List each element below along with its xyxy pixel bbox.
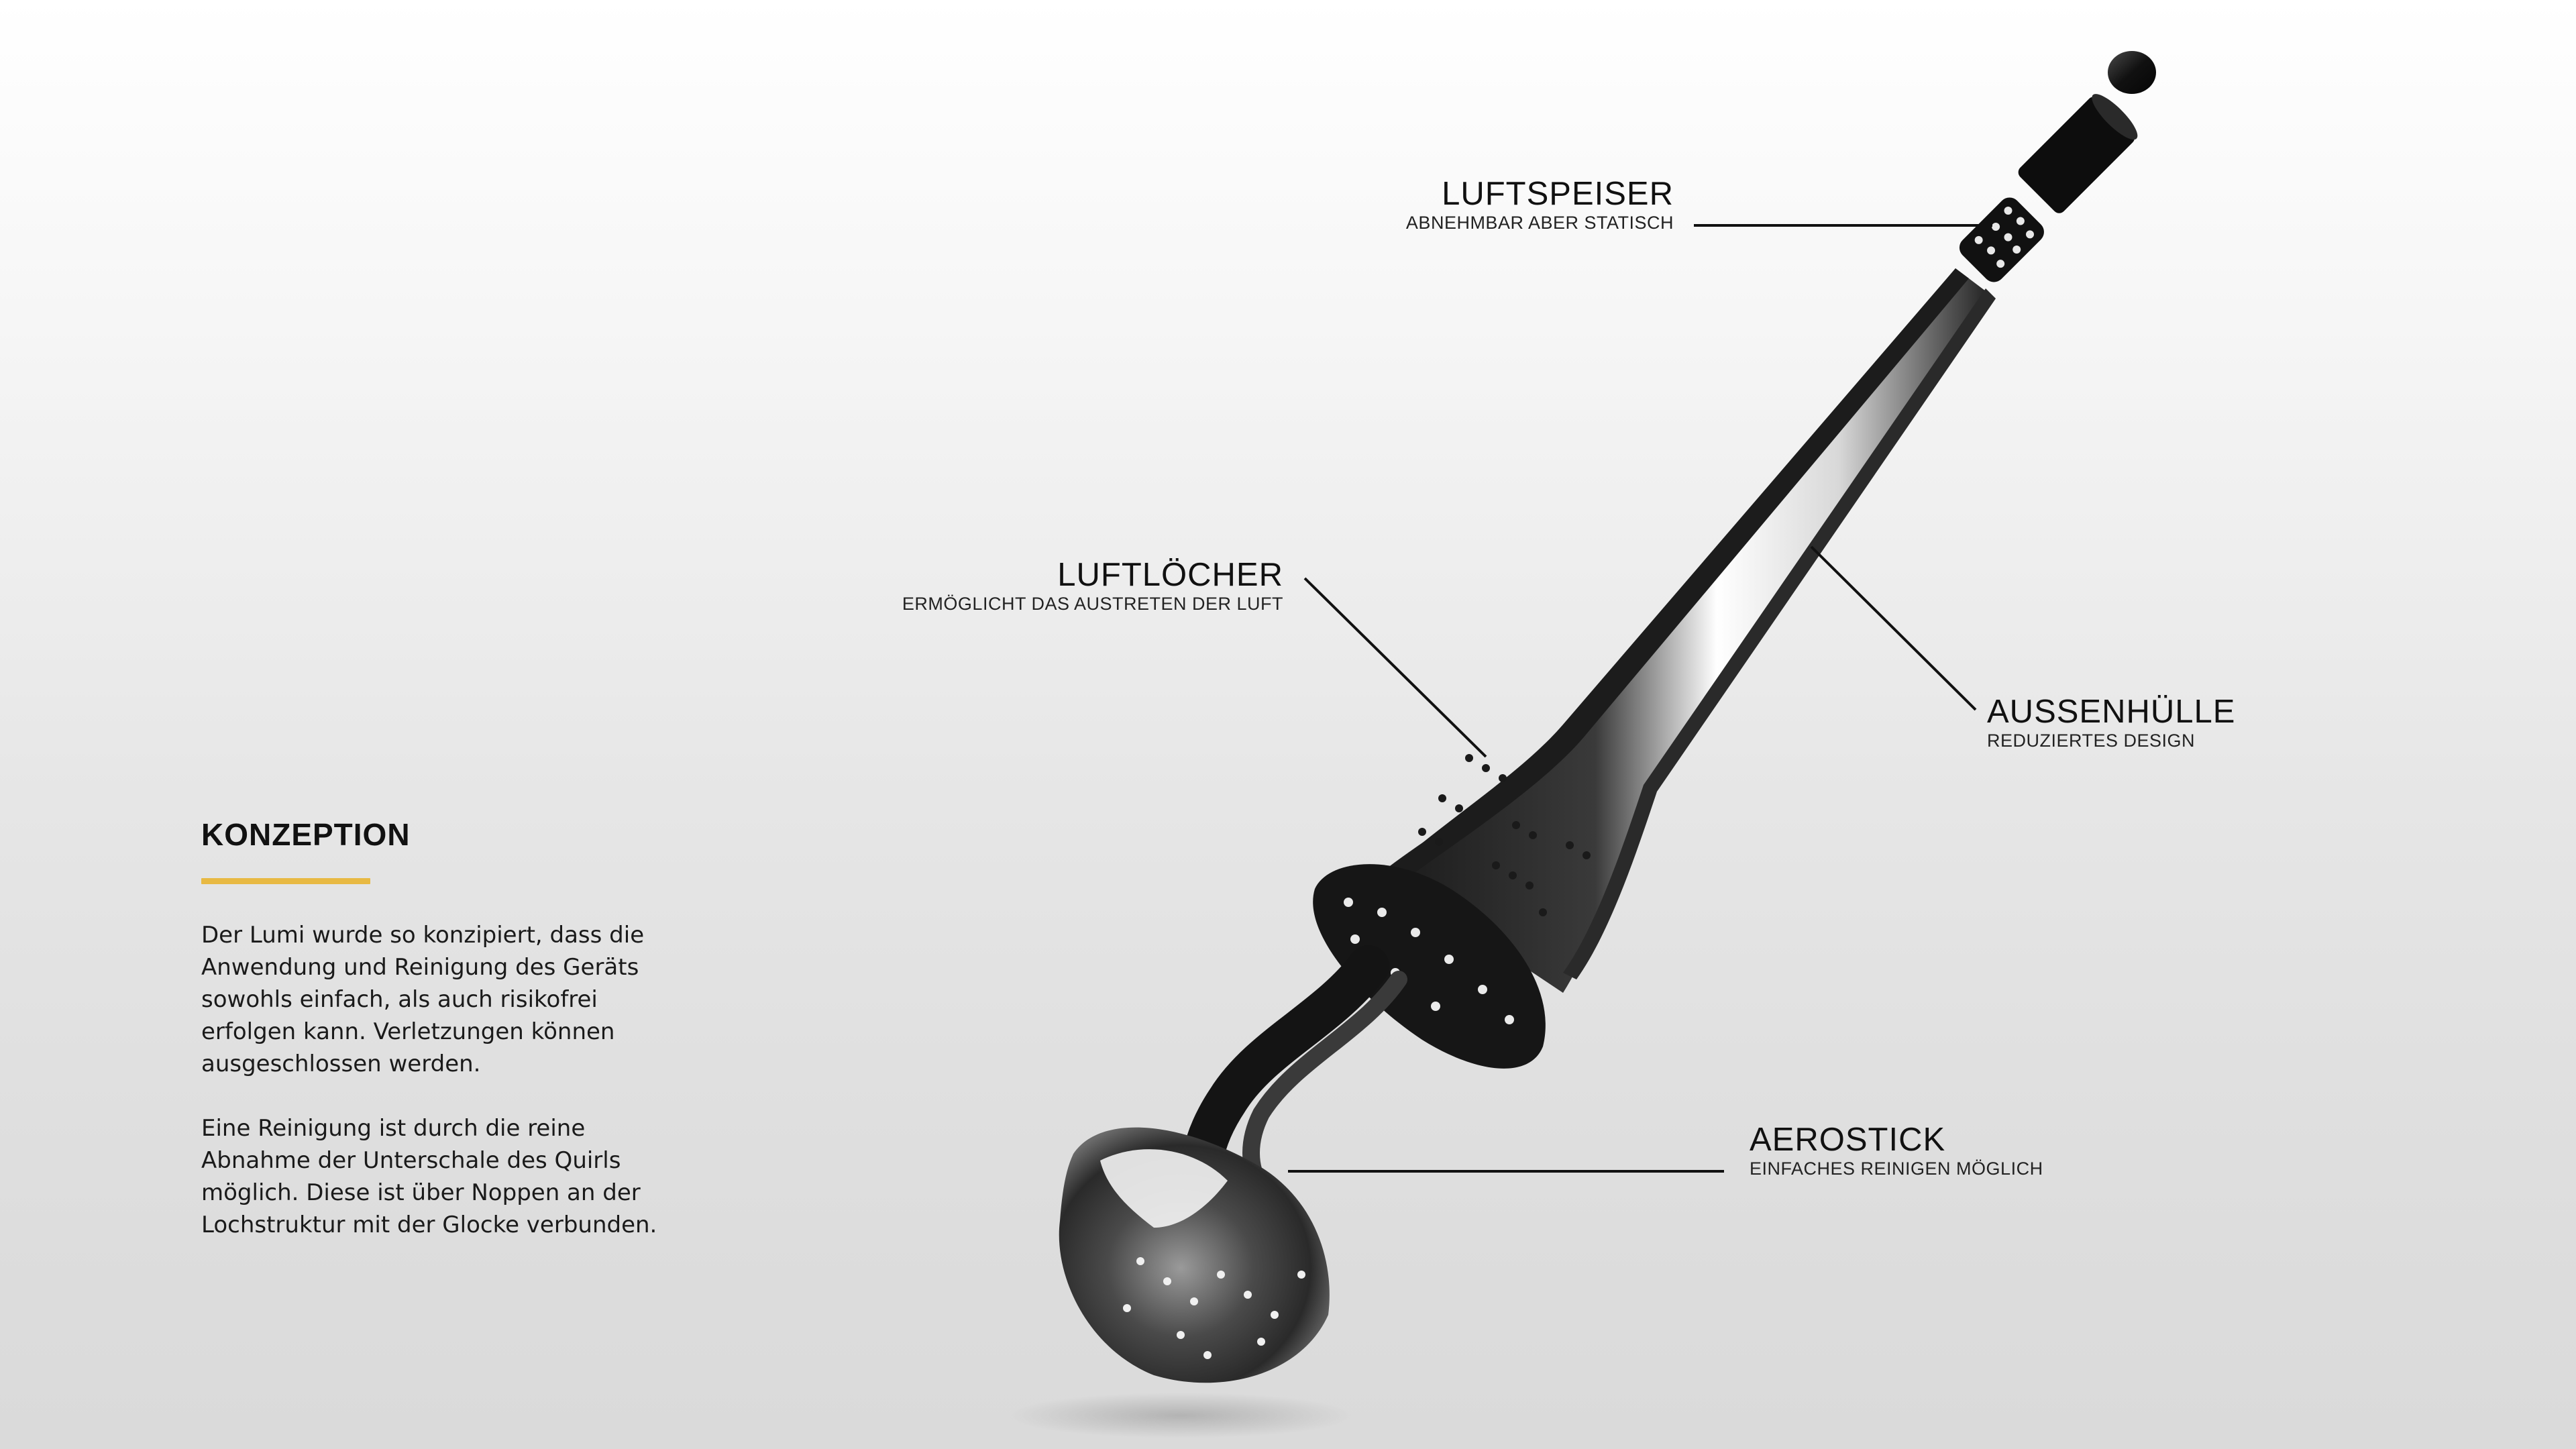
callout-aussenhuelle-subtitle: REDUZIERTES DESIGN	[1987, 731, 2196, 751]
aerostick-stem-highlight	[1242, 971, 1407, 1196]
leader-line-luftloecher	[1303, 577, 1487, 758]
shell-dark-stripe-2	[1563, 288, 1996, 979]
callout-luftspeiser-subtitle: ABNEHMBAR ABER STATISCH	[1405, 213, 1674, 233]
callout-aerostick-subtitle: EINFACHES REINIGEN MÖGLICH	[1750, 1159, 2043, 1179]
callout-luftloecher-subtitle: ERMÖGLICHT DAS AUSTRETEN DER LUFT	[902, 594, 1283, 614]
callout-luftspeiser: LUFTSPEISER ABNEHMBAR ABER STATISCH	[1406, 176, 1674, 233]
concept-paragraph-2: Eine Reinigung ist durch die reine Abnah…	[201, 1114, 657, 1238]
leader-line-aussenhuelle	[1810, 545, 1977, 711]
bell-rim-holes	[1344, 898, 1514, 1024]
callout-aussenhuelle: AUSSENHÜLLE REDUZIERTES DESIGN	[1987, 694, 2235, 751]
callout-luftspeiser-title: LUFTSPEISER	[1442, 176, 1674, 212]
bell-rim	[1313, 864, 1546, 1069]
bowl-highlight	[1100, 1149, 1228, 1228]
concept-paragraph-1: Der Lumi wurde so konzipiert, dass die A…	[201, 921, 645, 1077]
bowl-holes	[1123, 1257, 1305, 1359]
bell-perforation	[1418, 754, 1591, 916]
shell-dark-stripe	[1395, 268, 1969, 872]
accent-rule	[201, 877, 370, 884]
air-feeder-part	[1959, 197, 2044, 282]
top-tube	[2018, 94, 2138, 213]
callout-aerostick-title: AEROSTICK	[1750, 1122, 1946, 1158]
outer-shell	[1382, 268, 1991, 993]
concept-section: KONZEPTION Der Lumi wurde so konzipiert,…	[201, 817, 684, 1241]
callout-luftloecher: LUFTLÖCHER ERMÖGLICHT DAS AUSTRETEN DER …	[902, 557, 1283, 614]
callout-aussenhuelle-title: AUSSENHÜLLE	[1987, 694, 2236, 730]
top-cap	[2108, 51, 2156, 94]
floor-shadow	[1006, 1393, 1355, 1438]
concept-title: KONZEPTION	[201, 817, 411, 852]
callout-aerostick: AEROSTICK EINFACHES REINIGEN MÖGLICH	[1750, 1122, 2043, 1179]
callout-luftloecher-title: LUFTLÖCHER	[1057, 557, 1283, 593]
